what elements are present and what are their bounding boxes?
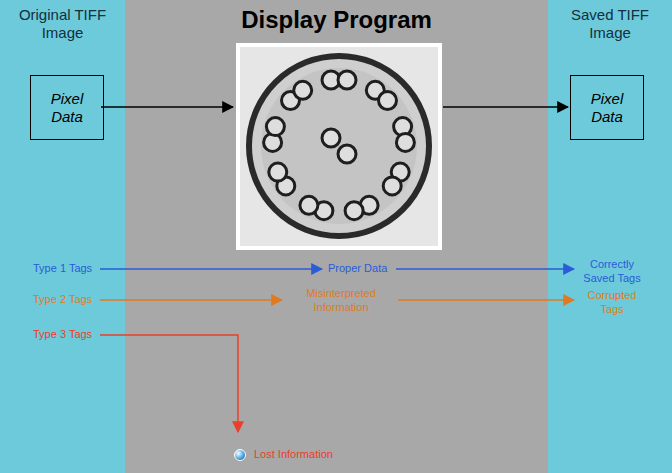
source-panel: Original TIFF ImagePixel Data (0, 0, 125, 473)
flow-arrow (101, 106, 233, 108)
photo-ground (240, 47, 438, 246)
pixel-data-box: Pixel Data (30, 75, 104, 140)
microtubule (269, 163, 287, 181)
result-label: Lost Information (254, 448, 333, 462)
result-label: Misinterpreted Information (288, 287, 394, 315)
micrograph (236, 43, 442, 250)
flow-arrow (396, 268, 574, 270)
box-label: Pixel Data (35, 90, 99, 126)
flow-arrow (398, 299, 574, 301)
microtubule (338, 71, 356, 89)
photo-frame (236, 43, 442, 250)
panel-title: Original TIFF Image (6, 6, 119, 42)
microtubule (396, 133, 414, 151)
lost-dot (235, 450, 246, 461)
microtubule (300, 196, 318, 214)
microtubule (383, 177, 401, 195)
microtubule (345, 202, 363, 220)
flow-arrows (100, 107, 574, 432)
flow-arrow (100, 268, 322, 270)
axoneme-membrane (249, 56, 429, 236)
microtubule (379, 92, 397, 110)
axoneme-matrix (261, 68, 417, 224)
tag-type-label: Type 3 Tags (33, 328, 92, 342)
output-panel: Saved TIFF ImagePixel Data (548, 0, 672, 473)
output-label: Correctly Saved Tags (578, 258, 646, 286)
result-label: Proper Data (328, 262, 387, 276)
pixel-data-box: Pixel Data (570, 75, 644, 140)
output-label: Corrupted Tags (578, 289, 646, 317)
panel-title: Display Program (131, 6, 542, 35)
flow-arrow (443, 106, 568, 108)
microtubule-doublets (264, 71, 415, 220)
tag-type-label: Type 2 Tags (33, 293, 92, 307)
microtubule (338, 145, 356, 163)
tag-type-label: Type 1 Tags (33, 262, 92, 276)
panel-title: Saved TIFF Image (554, 6, 666, 42)
flow-arrow (100, 299, 282, 301)
box-label: Pixel Data (575, 90, 639, 126)
microtubule (322, 129, 340, 147)
microtubule (266, 118, 284, 136)
microtubule (294, 81, 312, 99)
flow-arrow (100, 335, 238, 432)
